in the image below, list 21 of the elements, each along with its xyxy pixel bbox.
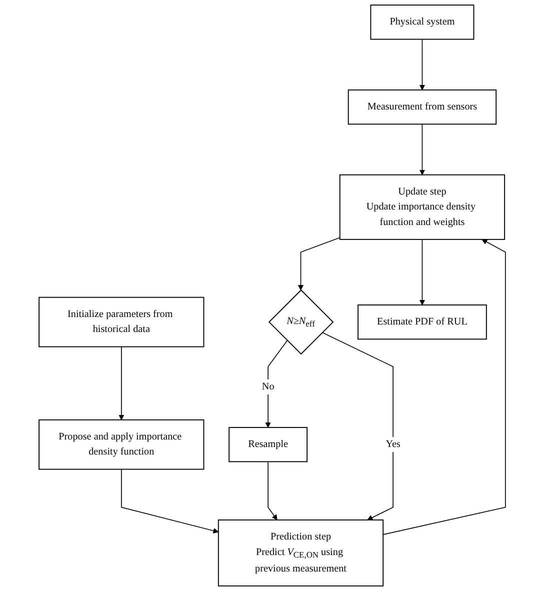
arrow — [322, 332, 394, 520]
arrow — [267, 461, 278, 520]
node-box: Prediction step Predict V$_{CE,ON}$ using previous measurement — [218, 519, 384, 586]
arrow — [419, 124, 425, 176]
edge-label: No — [262, 381, 274, 392]
node-box: Measurement from sensors — [348, 89, 496, 125]
node-diamond: N≥N$_{eff}$ — [268, 289, 334, 355]
node-box: Initialize parameters from historical data — [38, 296, 204, 348]
node-box: Estimate PDF of RUL — [357, 304, 487, 340]
arrow — [298, 237, 340, 290]
node-box: Propose and apply importance density function — [38, 419, 204, 470]
edge-label: Yes — [385, 438, 400, 450]
arrow — [118, 346, 124, 420]
node-box: Resample — [228, 427, 308, 462]
node-box: Update step Update importance density function and weights — [339, 174, 505, 240]
arrow — [120, 468, 218, 534]
node-box: Physical system — [370, 4, 474, 40]
arrow — [419, 239, 425, 306]
arrow — [382, 239, 506, 535]
arrow — [419, 38, 425, 90]
arrow — [265, 340, 288, 428]
